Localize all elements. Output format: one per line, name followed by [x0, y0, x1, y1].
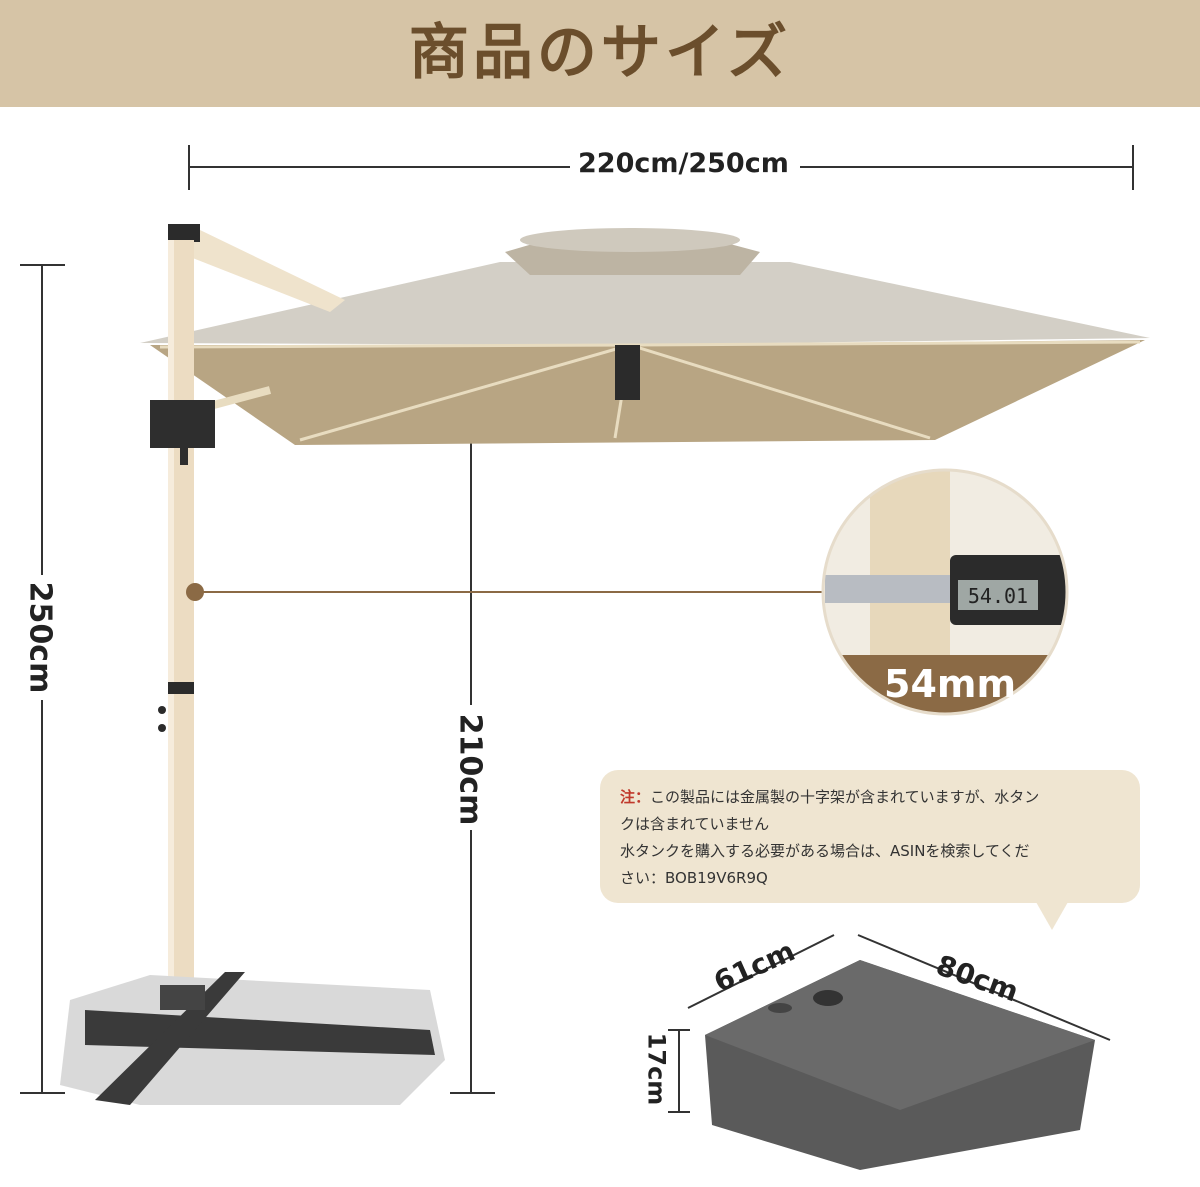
- note-line-1: この製品には金属製の十字架が含まれていますが、水タン: [650, 788, 1040, 806]
- tank-dimension-lines: [668, 934, 1111, 1113]
- canopy-underside: [150, 340, 1145, 445]
- title-banner: [0, 0, 1200, 107]
- banner-title: 商品のサイズ: [408, 18, 792, 88]
- canopy-top: [140, 262, 1150, 345]
- note-pointer: [1036, 902, 1068, 930]
- cross-base: [60, 972, 445, 1105]
- height-dimension-line: [20, 264, 65, 1094]
- caliper-display: 54.01: [968, 584, 1028, 608]
- crank-handle: [150, 400, 215, 465]
- total-width-label: 220cm/250cm: [572, 148, 795, 179]
- note-line-4: さい：BOB19V6R9Q: [620, 869, 768, 887]
- note-line-2: クは含まれていません: [620, 815, 770, 833]
- arm: [170, 230, 345, 312]
- note-label: 注：: [620, 788, 651, 806]
- base-height-label: 17cm: [642, 1032, 671, 1106]
- pole-diameter-label: 54mm: [884, 662, 1017, 706]
- canopy-clearance-label: 210cm: [452, 709, 488, 830]
- note-line-3: 水タンクを購入する必要がある場合は、ASINを検索してくだ: [620, 842, 1030, 860]
- note-box: 注：この製品には金属製の十字架が含まれていますが、水タン クは含まれていません …: [600, 770, 1140, 903]
- water-tank: [705, 960, 1095, 1170]
- total-height-label: 250cm: [22, 577, 58, 698]
- width-dimension-line: [188, 145, 1134, 190]
- caliper-inset: 54.01: [823, 470, 1067, 714]
